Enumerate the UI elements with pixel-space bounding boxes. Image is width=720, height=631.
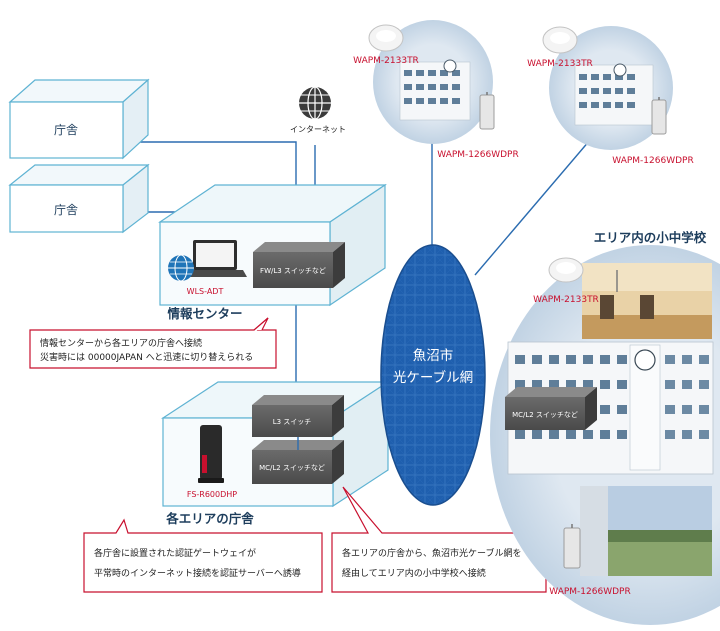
- school-bubble-2: WAPM-2133TR WAPM-1266WDPR: [527, 26, 694, 166]
- ceiling-ap-icon: [542, 26, 578, 54]
- router-model-label: FS-R600DHP: [187, 490, 237, 499]
- line-net-school2: [474, 139, 591, 276]
- outdoor-ap-icon: [479, 92, 495, 130]
- area-schools-heading: エリア内の小中学校: [594, 230, 707, 245]
- area-office-callout-left-line1: 各庁舎に設置された認証ゲートウェイが: [94, 547, 256, 559]
- laptop-model-label: WLS-ADT: [187, 287, 224, 296]
- outdoor-ap-icon: [651, 97, 667, 135]
- network-label-line1: 魚沼市: [413, 347, 454, 364]
- school1-outdoor-label: WAPM-1266WDPR: [437, 150, 518, 160]
- school-building-icon: [574, 63, 654, 126]
- school-field-image: [580, 486, 712, 576]
- info-center-box: FW/L3 スイッチなど WLS-ADT: [158, 183, 387, 307]
- area-schools: エリア内の小中学校 WAPM-2133TR: [490, 230, 720, 625]
- gymnasium-image: [582, 263, 712, 339]
- fiber-network: 魚沼市 光ケーブル網: [380, 244, 486, 506]
- office-label-1: 庁舎: [54, 123, 78, 137]
- area-office-callout-right-line2: 経由してエリア内の小中学校へ接続: [342, 567, 486, 579]
- l3-switch: L3 スイッチ: [252, 395, 344, 437]
- school2-outdoor-label: WAPM-1266WDPR: [612, 156, 693, 166]
- router-icon: [198, 425, 224, 483]
- globe-icon: [299, 86, 331, 120]
- area-office-callout-right-line1: 各エリアの庁舎から、魚沼市光ケーブル網を: [342, 547, 521, 559]
- l3-switch-label: L3 スイッチ: [273, 418, 312, 426]
- area-office-callout-right: 各エリアの庁舎から、魚沼市光ケーブル網を 経由してエリア内の小中学校へ接続: [331, 486, 547, 593]
- area-switch-label: MC/L2 スイッチなど: [512, 411, 578, 419]
- area-office-heading: 各エリアの庁舎: [165, 511, 254, 526]
- internet-node: インターネット: [290, 86, 346, 134]
- area-office-callout-left: 各庁舎に設置された認証ゲートウェイが 平常時のインターネット接続を認証サーバーへ…: [83, 518, 323, 593]
- school-bubble-1: WAPM-2133TR WAPM-1266WDPR: [353, 20, 519, 160]
- fw-l3-switch-label: FW/L3 スイッチなど: [260, 267, 326, 275]
- office-box-2: 庁舎: [8, 163, 150, 234]
- school2-ap-label: WAPM-2133TR: [527, 59, 593, 69]
- area-office-callout-left-line2: 平常時のインターネット接続を認証サーバーへ誘導: [94, 567, 301, 579]
- info-center-heading: 情報センター: [167, 306, 242, 321]
- ceiling-ap-icon: [368, 24, 404, 52]
- laptop-icon: [183, 240, 247, 277]
- info-center-callout: 情報センターから各エリアの庁舎へ接続 災害時には 00000JAPAN へと迅速…: [29, 317, 277, 369]
- outdoor-ap-icon: [563, 524, 581, 569]
- mc-l2-switch-label: MC/L2 スイッチなど: [259, 464, 325, 472]
- wls-globe-icon: [168, 254, 194, 282]
- area-outdoor-label: WAPM-1266WDPR: [549, 587, 630, 597]
- area-mc-l2-switch: MC/L2 スイッチなど: [505, 387, 597, 430]
- internet-label: インターネット: [290, 125, 346, 134]
- office-box-1: 庁舎: [8, 78, 150, 160]
- ceiling-ap-icon: [548, 257, 584, 283]
- school-building-icon: [399, 59, 471, 121]
- network-label-line2: 光ケーブル網: [393, 369, 473, 386]
- area-ap-label: WAPM-2133TR: [533, 295, 599, 305]
- info-center-callout-line2: 災害時には 00000JAPAN へと迅速に切り替えられる: [40, 351, 253, 363]
- area-office-box: L3 スイッチ MC/L2 スイッチなど FS-R600DHP: [160, 380, 391, 508]
- fw-l3-switch: FW/L3 スイッチなど: [253, 242, 345, 288]
- school1-ap-label: WAPM-2133TR: [353, 56, 419, 66]
- info-center-callout-line1: 情報センターから各エリアの庁舎へ接続: [40, 337, 202, 349]
- office-label-2: 庁舎: [54, 203, 78, 217]
